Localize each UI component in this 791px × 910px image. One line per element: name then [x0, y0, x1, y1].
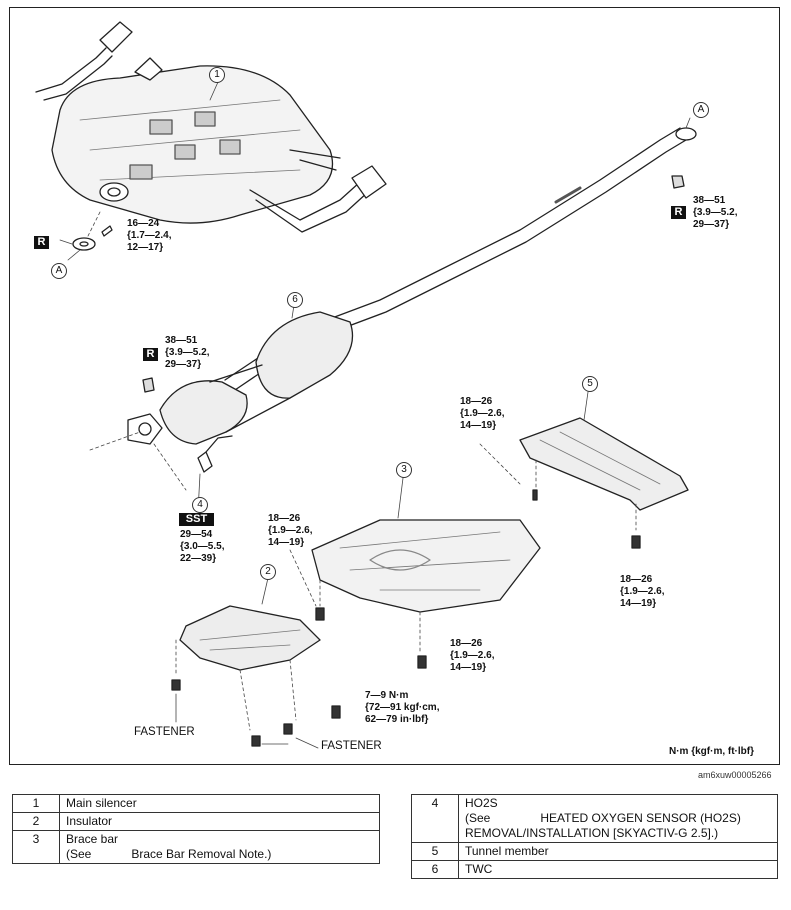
callout-2: 2 [260, 564, 276, 580]
part-name: Main silencer [59, 794, 380, 813]
table-row: 5 Tunnel member [411, 842, 778, 861]
fastener-label-left: FASTENER [134, 726, 195, 738]
ref-mark-a-left: A [51, 263, 67, 279]
replace-badge-gasket: R [34, 236, 49, 249]
torque-tunnel-upper: 18—26{1.9—2.6,14—19} [460, 396, 505, 431]
table-row: 6 TWC [411, 860, 778, 879]
part-name: TWC [458, 860, 778, 879]
part-cell: HO2S (See HEATED OXYGEN SENSOR (HO2S) RE… [458, 794, 778, 843]
part-name: HO2S [465, 796, 498, 810]
units-note: N·m {kgf·m, ft·lbf} [669, 746, 754, 757]
torque-flange-nut-a: 38—51{3.9—5.2,29—37} [693, 195, 738, 230]
part-number: 5 [411, 842, 459, 861]
sst-badge: SST [179, 513, 214, 526]
part-name: Tunnel member [458, 842, 778, 861]
part-number: 6 [411, 860, 459, 879]
torque-brace-left: 18—26{1.9—2.6,14—19} [268, 513, 313, 548]
ref-mark-a-right: A [693, 102, 709, 118]
torque-tunnel-lower: 18—26{1.9—2.6,14—19} [620, 574, 665, 609]
part-name: Insulator [59, 812, 380, 831]
parts-table-right: 4 HO2S (See HEATED OXYGEN SENSOR (HO2S) … [411, 794, 778, 879]
replace-badge-twc-nut: R [143, 348, 158, 361]
part-cell: Brace bar (See Brace Bar Removal Note.) [59, 830, 380, 864]
torque-silencer-bolt: 16—24{1.7—2.4,12—17} [127, 218, 172, 253]
table-row: 1 Main silencer [12, 794, 380, 813]
figure-id: am6xuw00005266 [698, 770, 772, 780]
table-row: 4 HO2S (See HEATED OXYGEN SENSOR (HO2S) … [411, 794, 778, 843]
brace-bar-note-link[interactable]: (See Brace Bar Removal Note.) [66, 847, 272, 861]
torque-ho2s: 29—54{3.0—5.5,22—39} [180, 529, 225, 564]
torque-insulator: 7—9 N·m{72—91 kgf·cm,62—79 in·lbf} [365, 690, 440, 725]
diagram-frame [9, 7, 780, 765]
ho2s-procedure-link[interactable]: (See HEATED OXYGEN SENSOR (HO2S) REMOVAL… [465, 811, 745, 840]
callout-1: 1 [209, 67, 225, 83]
table-row: 2 Insulator [12, 812, 380, 831]
part-number: 4 [411, 794, 459, 843]
torque-brace-lower: 18—26{1.9—2.6,14—19} [450, 638, 495, 673]
replace-badge-flange-nut: R [671, 206, 686, 219]
part-number: 3 [12, 830, 60, 864]
part-name: Brace bar [66, 832, 119, 846]
callout-4: 4 [192, 497, 208, 513]
fastener-label-right: FASTENER [321, 740, 382, 752]
part-number: 2 [12, 812, 60, 831]
callout-6: 6 [287, 292, 303, 308]
callout-3: 3 [396, 462, 412, 478]
parts-table-left: 1 Main silencer 2 Insulator 3 Brace bar … [12, 794, 380, 864]
torque-twc-nut: 38—51{3.9—5.2,29—37} [165, 335, 210, 370]
part-number: 1 [12, 794, 60, 813]
table-row: 3 Brace bar (See Brace Bar Removal Note.… [12, 830, 380, 864]
callout-5: 5 [582, 376, 598, 392]
